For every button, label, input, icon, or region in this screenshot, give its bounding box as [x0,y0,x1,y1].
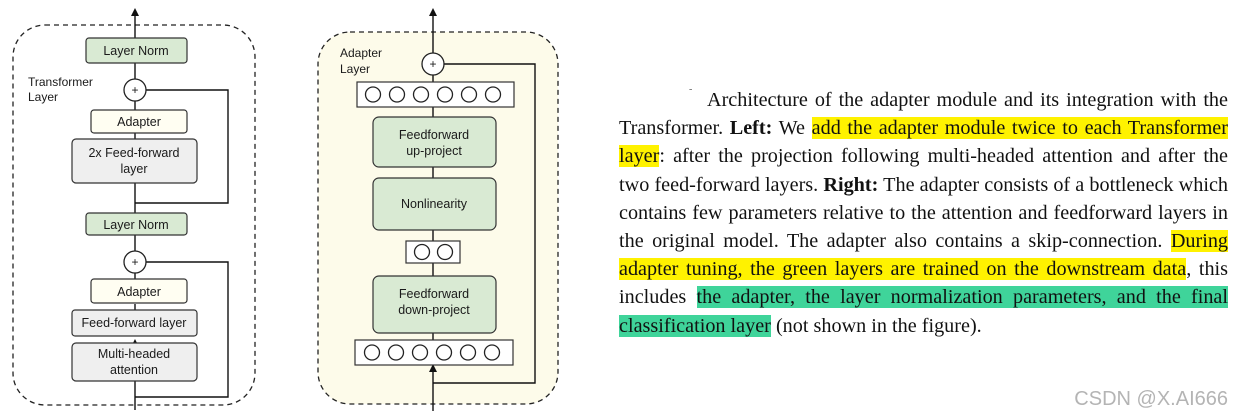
caption-marker: - [689,84,693,95]
caption-sentence-4: , this includes [619,258,1228,309]
down-project-box [372,275,497,334]
bottleneck-vector-units [413,243,454,261]
feed-forward-box [71,309,198,337]
caption-sentence-2a: We [778,117,806,140]
transformer-layer-diagram: Transformer Layer Layer Norm + Adapter 2… [12,8,256,410]
feed-forward-2x-label-line1: 2x Feed-forward [88,146,179,160]
multi-headed-attention-box [71,342,198,382]
figure-caption: - Architecture of the adapter module and… [619,84,1229,340]
adapter-layer-label-line2: Layer [340,62,370,76]
upper-adapter-label: Adapter [117,115,161,129]
middle-layer-norm-label: Layer Norm [103,218,168,232]
nonlinearity-box [372,177,497,231]
upper-adapter-box [90,109,188,134]
feed-forward-2x-box [71,138,198,184]
caption-sentence-2b: : after the projection following multi-h… [619,145,1228,196]
adapter-layer-diagram: Adapter Layer + Feedforward up-project N… [317,8,559,411]
caption-sentence-3: The adapter consists of a bottleneck whi… [619,173,1228,253]
lower-adapter-label: Adapter [117,285,161,299]
caption-right-label: Right: [823,173,879,196]
caption-paragraph: Architecture of the adapter module and i… [619,86,1229,340]
adapter-residual-add-symbol: + [429,57,436,71]
down-project-label-line2: down-project [398,303,470,317]
up-project-label-line1: Feedforward [399,128,469,142]
adapter-layer-label-line1: Adapter [340,46,382,60]
caption-left-label: Left: [729,117,773,140]
caption-sentence-1: Architecture of the adapter module and i… [619,89,1228,140]
caption-sentence-5: (not shown in the figure). [775,314,982,337]
upper-residual-add [123,78,147,102]
up-project-box [372,116,497,168]
upper-residual-add-symbol: + [131,83,138,97]
nonlinearity-label: Nonlinearity [401,197,468,211]
feed-forward-label: Feed-forward layer [82,316,187,330]
lower-residual-add [123,250,147,274]
adapter-residual-add [421,52,445,76]
attention-label-line1: Multi-headed [98,347,170,361]
middle-layer-norm-box [85,212,188,236]
attention-label-line2: attention [110,363,158,377]
adapter-architecture-figure: Transformer Layer Layer Norm + Adapter 2… [12,8,559,411]
output-vector-units [364,86,502,103]
top-layer-norm-label: Layer Norm [103,44,168,58]
csdn-watermark: CSDN @X.AI666 [1074,388,1228,410]
up-project-label-line2: up-project [406,144,462,158]
top-layer-norm-box [85,37,188,64]
transformer-layer-label-line2: Layer [28,90,58,104]
transformer-layer-label-line1: Transformer [28,75,93,89]
lower-residual-add-symbol: + [131,255,138,269]
feed-forward-2x-label-line2: layer [120,162,147,176]
lower-adapter-box [90,278,188,304]
input-vector-units [363,344,501,361]
down-project-label-line1: Feedforward [399,287,469,301]
